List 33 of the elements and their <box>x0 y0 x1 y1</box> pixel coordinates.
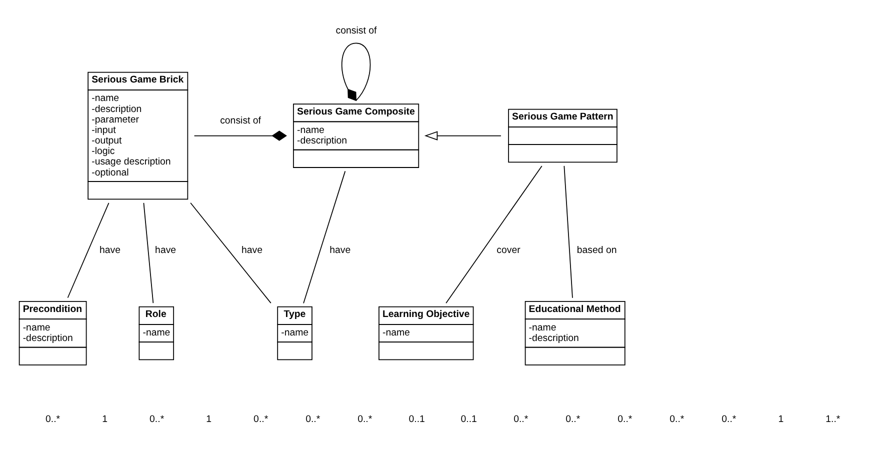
edge-label: consist of <box>336 25 377 36</box>
connector <box>143 202 154 304</box>
edge-label: consist of <box>220 115 261 126</box>
label: 1..* <box>826 414 840 426</box>
arrow <box>424 131 502 140</box>
label: 0..* <box>254 414 268 426</box>
label: 0..* <box>670 414 684 426</box>
label: 0..1 <box>408 414 425 426</box>
label: 1 <box>102 414 108 426</box>
connector <box>190 202 272 304</box>
edge-label: have <box>100 244 121 256</box>
label: 0..* <box>150 414 164 426</box>
label: 0..* <box>46 414 60 426</box>
connector <box>446 166 542 304</box>
edge-label: based on <box>576 244 617 256</box>
label: 1 <box>206 414 212 426</box>
edge-label: have <box>330 244 351 256</box>
label: 0..* <box>358 414 372 426</box>
connector <box>341 42 371 102</box>
label: 1 <box>778 414 784 426</box>
label: 0..1 <box>460 414 477 426</box>
label: 0..* <box>306 414 320 426</box>
edge-label: have <box>155 244 176 256</box>
connector <box>67 202 110 298</box>
label: 0..* <box>722 414 736 426</box>
edge-label: cover <box>496 244 520 256</box>
connector <box>194 130 287 141</box>
connector <box>303 170 346 304</box>
label: 0..* <box>566 414 580 426</box>
connector <box>564 166 573 298</box>
edge-label: have <box>241 244 262 256</box>
label: 0..* <box>618 414 632 426</box>
label: 0..* <box>514 414 528 426</box>
